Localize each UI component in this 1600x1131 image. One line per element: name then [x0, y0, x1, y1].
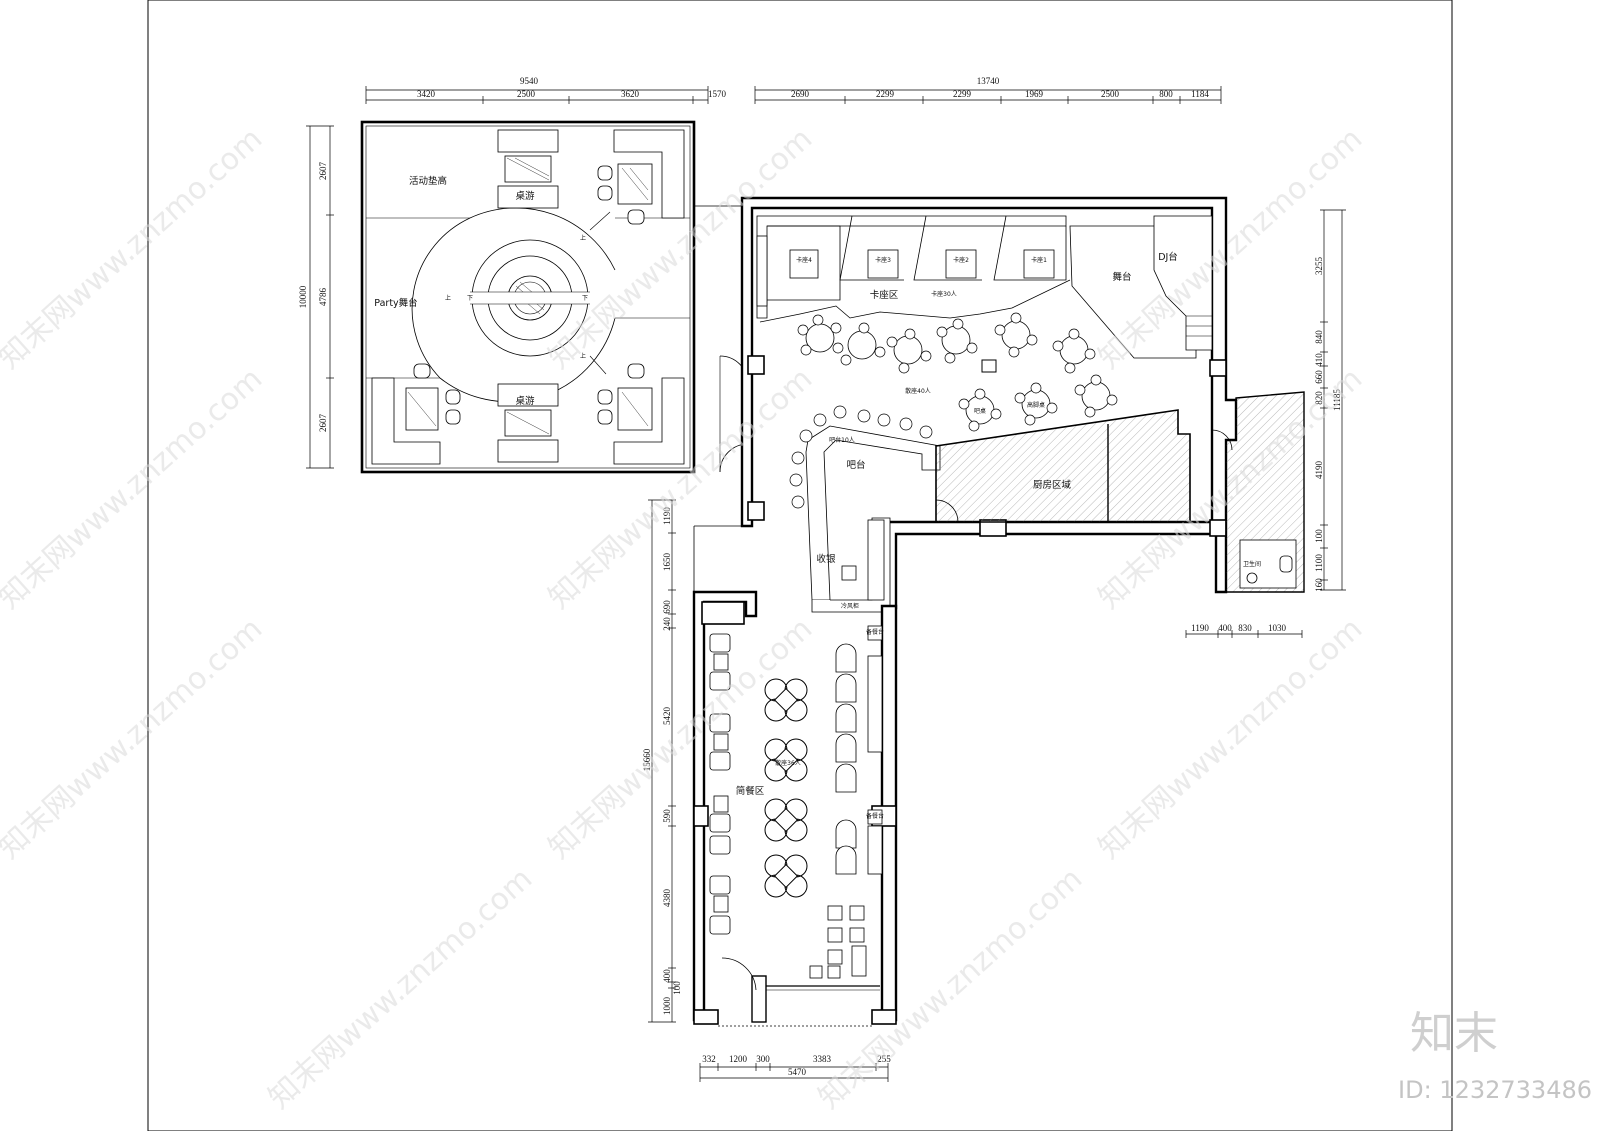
dim-bottom-2: 1200 [729, 1054, 748, 1064]
dim-left-lower-6: 590 [662, 809, 672, 823]
label-cashier: 收银 [816, 553, 836, 565]
dim-top-left-3: 3620 [621, 89, 640, 99]
clover-tables [764, 678, 808, 898]
dim-left-lower-3: 690 [662, 600, 672, 614]
dim-right-lower-2: 100 [1314, 529, 1324, 543]
dim-right-lower-3: 1100 [1314, 554, 1324, 572]
main-hall: 卡座区 卡座30人 舞台 DJ台 卡座4 卡座3 卡座2 卡座1 散座40人 高… [740, 196, 1305, 613]
snack-area: 简餐区 散座36人 备餐台 备餐台 [692, 590, 898, 1027]
corridor [693, 205, 749, 592]
dim-left-2: 4786 [318, 288, 328, 307]
dim-right-5: 820 [1314, 391, 1324, 405]
label-down-2: 下 [582, 295, 588, 302]
dim-toilet-4: 1030 [1268, 623, 1287, 633]
dim-bottom-1: 332 [702, 1054, 716, 1064]
dim-left-lower-9: 100 [672, 981, 682, 995]
dim-right-4: 660 [1314, 370, 1324, 384]
dim-left-lower-7: 4380 [662, 889, 672, 908]
dim-toilet-1: 1190 [1191, 623, 1209, 633]
label-booth-4: 卡座4 [796, 256, 812, 264]
dim-top-right-3: 2299 [953, 89, 972, 99]
label-board-game-bottom: 桌游 [515, 395, 535, 407]
dim-right-lower-4: 160 [1314, 578, 1324, 592]
dim-left-3: 2607 [318, 414, 328, 433]
label-toilet: 卫生间 [1243, 560, 1261, 568]
watermark-1: 知末网www.znzmo.com [0, 121, 269, 376]
dim-top-left-total: 9540 [520, 76, 539, 86]
label-dj: DJ台 [1158, 251, 1178, 263]
watermark-4: 知末网www.znzmo.com [0, 361, 269, 616]
label-bar-table: 吧桌 [974, 407, 986, 415]
dim-left-lower-2: 1650 [662, 553, 672, 572]
label-board-game-top: 桌游 [515, 190, 535, 202]
label-vestibule: 冷风柜 [841, 602, 859, 610]
dim-right-lower-1: 4190 [1314, 461, 1324, 480]
dim-left-total: 10000 [298, 285, 308, 308]
dim-toilet-3: 830 [1238, 623, 1252, 633]
round-tables [797, 312, 1118, 432]
dim-right-3: 410 [1314, 353, 1324, 367]
dim-left-1: 2607 [318, 162, 328, 181]
dim-right-2: 840 [1314, 330, 1324, 344]
dim-left-lower-4: 240 [662, 617, 672, 631]
dim-right-total: 11185 [1332, 389, 1342, 411]
dim-right-1: 3255 [1314, 257, 1324, 276]
dim-top-right-2: 2299 [876, 89, 895, 99]
dim-top-left-4: 1570 [708, 89, 727, 99]
dim-left-lower-10: 1000 [662, 997, 672, 1016]
dim-top-right-7: 1184 [1191, 89, 1209, 99]
dim-top-right-1: 2690 [791, 89, 810, 99]
dimension-lines: 9540 3420 2500 3620 1570 13740 2690 2299… [298, 76, 1346, 1082]
dim-bottom-total: 5470 [788, 1067, 807, 1077]
watermark-11: 知末网www.znzmo.com [812, 861, 1089, 1116]
dim-top-right-5: 2500 [1101, 89, 1120, 99]
label-prep-1: 备餐台 [866, 628, 884, 636]
sheet-frame [147, 0, 1453, 1131]
label-loose-seats: 散座40人 [905, 387, 931, 395]
label-booth-3: 卡座3 [875, 256, 891, 264]
dim-top-right-6: 800 [1159, 89, 1173, 99]
label-down-1: 下 [467, 295, 473, 302]
label-snack-area: 简餐区 [736, 785, 765, 797]
dim-bottom-3: 300 [756, 1054, 770, 1064]
label-activity-raised: 活动垫高 [409, 175, 447, 187]
label-prep-2: 备餐台 [866, 812, 884, 820]
label-snack-seats: 散座36人 [775, 759, 801, 767]
label-booth-2: 卡座2 [953, 256, 969, 264]
dim-bottom-5: 255 [877, 1054, 891, 1064]
label-high-table: 高脚桌 [1027, 401, 1045, 409]
dim-left-lower-1: 1190 [662, 507, 672, 525]
label-bar-seats: 吧台10人 [829, 436, 855, 444]
label-up-1: 上 [580, 234, 586, 242]
dim-left-lower-8: 400 [662, 969, 672, 983]
label-up-2: 上 [445, 294, 451, 302]
dim-bottom-4: 3383 [813, 1054, 832, 1064]
watermark-logo: 知末 [1410, 1008, 1498, 1059]
dim-top-right-4: 1969 [1025, 89, 1044, 99]
label-bar: 吧台 [846, 459, 865, 471]
dim-toilet-2: 400 [1218, 623, 1232, 633]
label-booth-capacity: 卡座30人 [931, 290, 957, 298]
label-booth-area: 卡座区 [870, 289, 899, 301]
watermark-id: ID: 1232733486 [1398, 1076, 1592, 1104]
dim-left-lower-5: 5420 [662, 707, 672, 726]
watermark-9: 知末网www.znzmo.com [1092, 611, 1369, 866]
label-stage: 舞台 [1112, 271, 1131, 283]
dim-top-left-1: 3420 [417, 89, 436, 99]
label-booth-1: 卡座1 [1031, 256, 1047, 264]
watermark-10: 知末网www.znzmo.com [262, 861, 539, 1116]
dim-top-left-2: 2500 [517, 89, 536, 99]
party-room: 活动垫高 桌游 Party舞台 桌游 上 上 上 下 下 [360, 120, 696, 474]
label-up-3: 上 [580, 352, 586, 360]
label-kitchen: 厨房区域 [1033, 479, 1072, 491]
watermark-7: 知末网www.znzmo.com [0, 611, 269, 866]
dim-top-right-total: 13740 [977, 76, 1000, 86]
dim-left-lower-total: 15660 [642, 748, 652, 771]
label-party-stage: Party舞台 [374, 297, 417, 309]
